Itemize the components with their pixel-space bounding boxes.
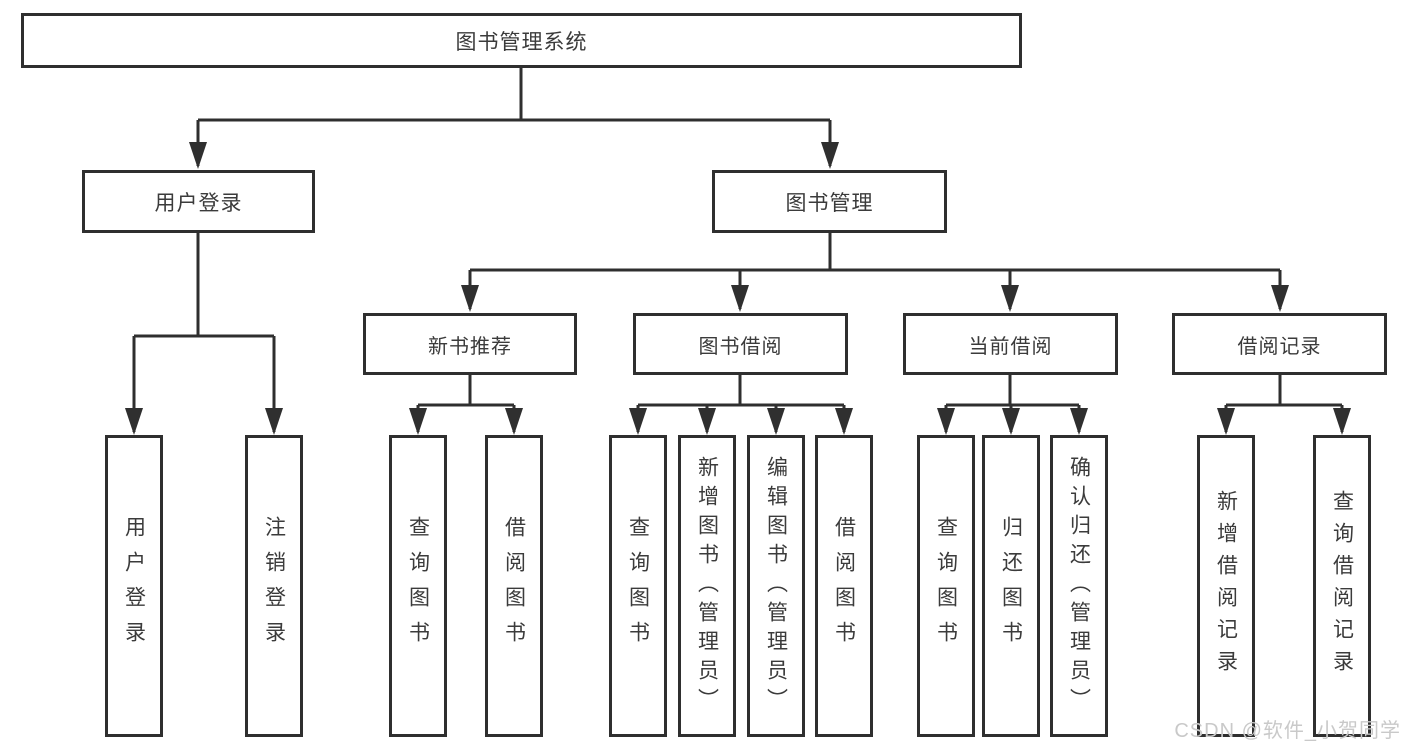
node-label: 编辑图书（管理员） bbox=[764, 455, 788, 717]
node-label: 用户登录 bbox=[122, 516, 146, 656]
node-label: 新增图书（管理员） bbox=[695, 455, 719, 717]
watermark-text: CSDN @软件_小贺同学 bbox=[1174, 720, 1401, 742]
leaf-add-borrow-record: 新增借阅记录 bbox=[1197, 435, 1255, 737]
node-book-management: 图书管理 bbox=[712, 170, 947, 233]
node-label: 图书管理 bbox=[785, 191, 874, 215]
node-label: 新增借阅记录 bbox=[1214, 490, 1238, 682]
node-label: 借阅图书 bbox=[502, 516, 526, 656]
node-label: 查询图书 bbox=[934, 516, 958, 656]
leaf-query-books-borrow: 查询图书 bbox=[609, 435, 667, 737]
node-label: 查询图书 bbox=[406, 516, 430, 656]
node-new-book-recommend: 新书推荐 bbox=[363, 313, 577, 375]
node-label: 用户登录 bbox=[154, 191, 243, 215]
node-label: 图书管理系统 bbox=[455, 30, 588, 54]
leaf-borrow-books-recommend: 借阅图书 bbox=[485, 435, 543, 737]
node-label: 借阅图书 bbox=[832, 516, 856, 656]
node-label: 当前借阅 bbox=[968, 335, 1053, 358]
leaf-borrow-books: 借阅图书 bbox=[815, 435, 873, 737]
leaf-query-books-current: 查询图书 bbox=[917, 435, 975, 737]
node-borrow-records: 借阅记录 bbox=[1172, 313, 1387, 375]
node-user-login-branch: 用户登录 bbox=[82, 170, 315, 233]
node-label: 归还图书 bbox=[999, 516, 1023, 656]
node-label: 新书推荐 bbox=[428, 335, 512, 358]
node-label: 查询图书 bbox=[626, 516, 650, 656]
leaf-edit-book-admin: 编辑图书（管理员） bbox=[747, 435, 805, 737]
node-label: 确认归还（管理员） bbox=[1067, 455, 1091, 717]
leaf-query-borrow-record: 查询借阅记录 bbox=[1313, 435, 1371, 737]
node-label: 查询借阅记录 bbox=[1330, 490, 1354, 682]
leaf-confirm-return-admin: 确认归还（管理员） bbox=[1050, 435, 1108, 737]
leaf-query-books-recommend: 查询图书 bbox=[389, 435, 447, 737]
leaf-add-book-admin: 新增图书（管理员） bbox=[678, 435, 736, 737]
node-current-borrow: 当前借阅 bbox=[903, 313, 1118, 375]
node-label: 注销登录 bbox=[262, 516, 286, 656]
node-library-system: 图书管理系统 bbox=[21, 13, 1022, 68]
node-label: 借阅记录 bbox=[1237, 335, 1322, 358]
node-label: 图书借阅 bbox=[698, 335, 783, 358]
node-book-borrow: 图书借阅 bbox=[633, 313, 848, 375]
leaf-logout: 注销登录 bbox=[245, 435, 303, 737]
leaf-return-book: 归还图书 bbox=[982, 435, 1040, 737]
leaf-user-login: 用户登录 bbox=[105, 435, 163, 737]
